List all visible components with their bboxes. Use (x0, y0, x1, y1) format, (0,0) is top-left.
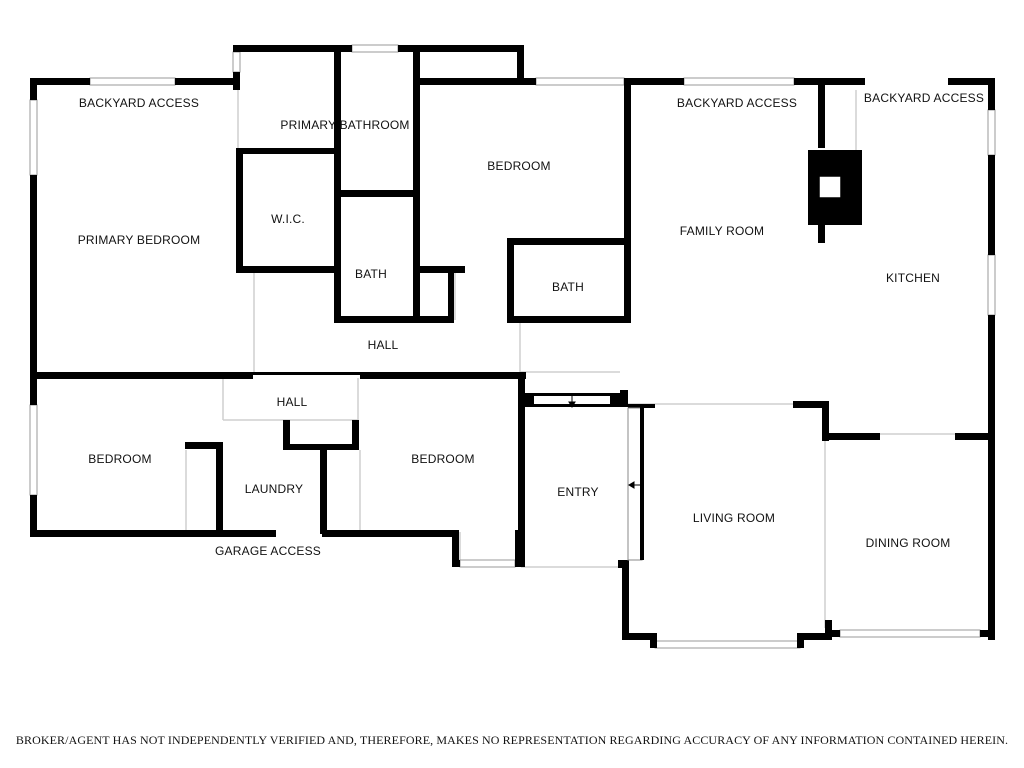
label-primary-bathroom: PRIMARY BATHROOM (280, 118, 410, 132)
disclaimer-text: BROKER/AGENT HAS NOT INDEPENDENTLY VERIF… (15, 733, 1009, 747)
label-garage-access: GARAGE ACCESS (215, 544, 321, 558)
label-bath-center: BATH (355, 267, 387, 281)
label-backyard-access-left: BACKYARD ACCESS (78, 96, 200, 110)
label-bedroom-center: BEDROOM (411, 452, 475, 466)
label-laundry: LAUNDRY (244, 482, 304, 496)
label-hall-lower: HALL (276, 395, 308, 409)
label-bedroom-upper: BEDROOM (487, 159, 551, 173)
label-wic: W.I.C. (271, 212, 305, 226)
label-hall-upper: HALL (367, 338, 399, 352)
label-entry: ENTRY (557, 485, 599, 499)
label-backyard-access-middle: BACKYARD ACCESS (676, 96, 798, 110)
walls (30, 45, 995, 648)
label-backyard-access-right: BACKYARD ACCESS (863, 91, 985, 105)
label-primary-bedroom: PRIMARY BEDROOM (77, 233, 201, 247)
label-bath-right: BATH (552, 280, 584, 294)
label-kitchen: KITCHEN (885, 271, 941, 285)
label-bedroom-left: BEDROOM (88, 452, 152, 466)
label-family-room: FAMILY ROOM (679, 224, 765, 238)
label-dining-room: DINING ROOM (865, 536, 951, 550)
label-living-room: LIVING ROOM (692, 511, 776, 525)
windows (29, 44, 996, 649)
entry-arrows (568, 396, 640, 489)
